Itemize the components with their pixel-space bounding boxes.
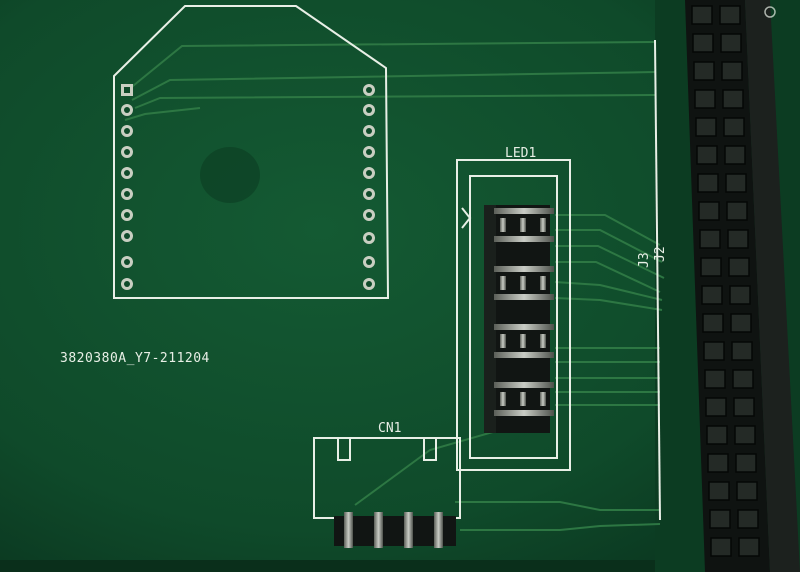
board-smudge (200, 147, 260, 203)
led1-header (484, 205, 550, 433)
module-pads-left (121, 84, 133, 290)
j2-label: J2 (653, 246, 668, 262)
led1-label: LED1 (505, 146, 536, 161)
cn1-header (334, 512, 456, 548)
led1-header-pins (494, 208, 554, 416)
edge-header-outline (654, 39, 661, 521)
j3-label: J3 (637, 252, 652, 268)
module-pads-right (363, 84, 375, 290)
board-bottom-edge (0, 560, 800, 572)
part-number-label: 3820380A_Y7-211204 (60, 351, 210, 366)
mounting-mark (764, 6, 776, 18)
edge-header-holes (691, 5, 760, 557)
cn1-label: CN1 (378, 421, 401, 436)
module-footprint (113, 5, 390, 299)
led1-outline (456, 159, 571, 471)
